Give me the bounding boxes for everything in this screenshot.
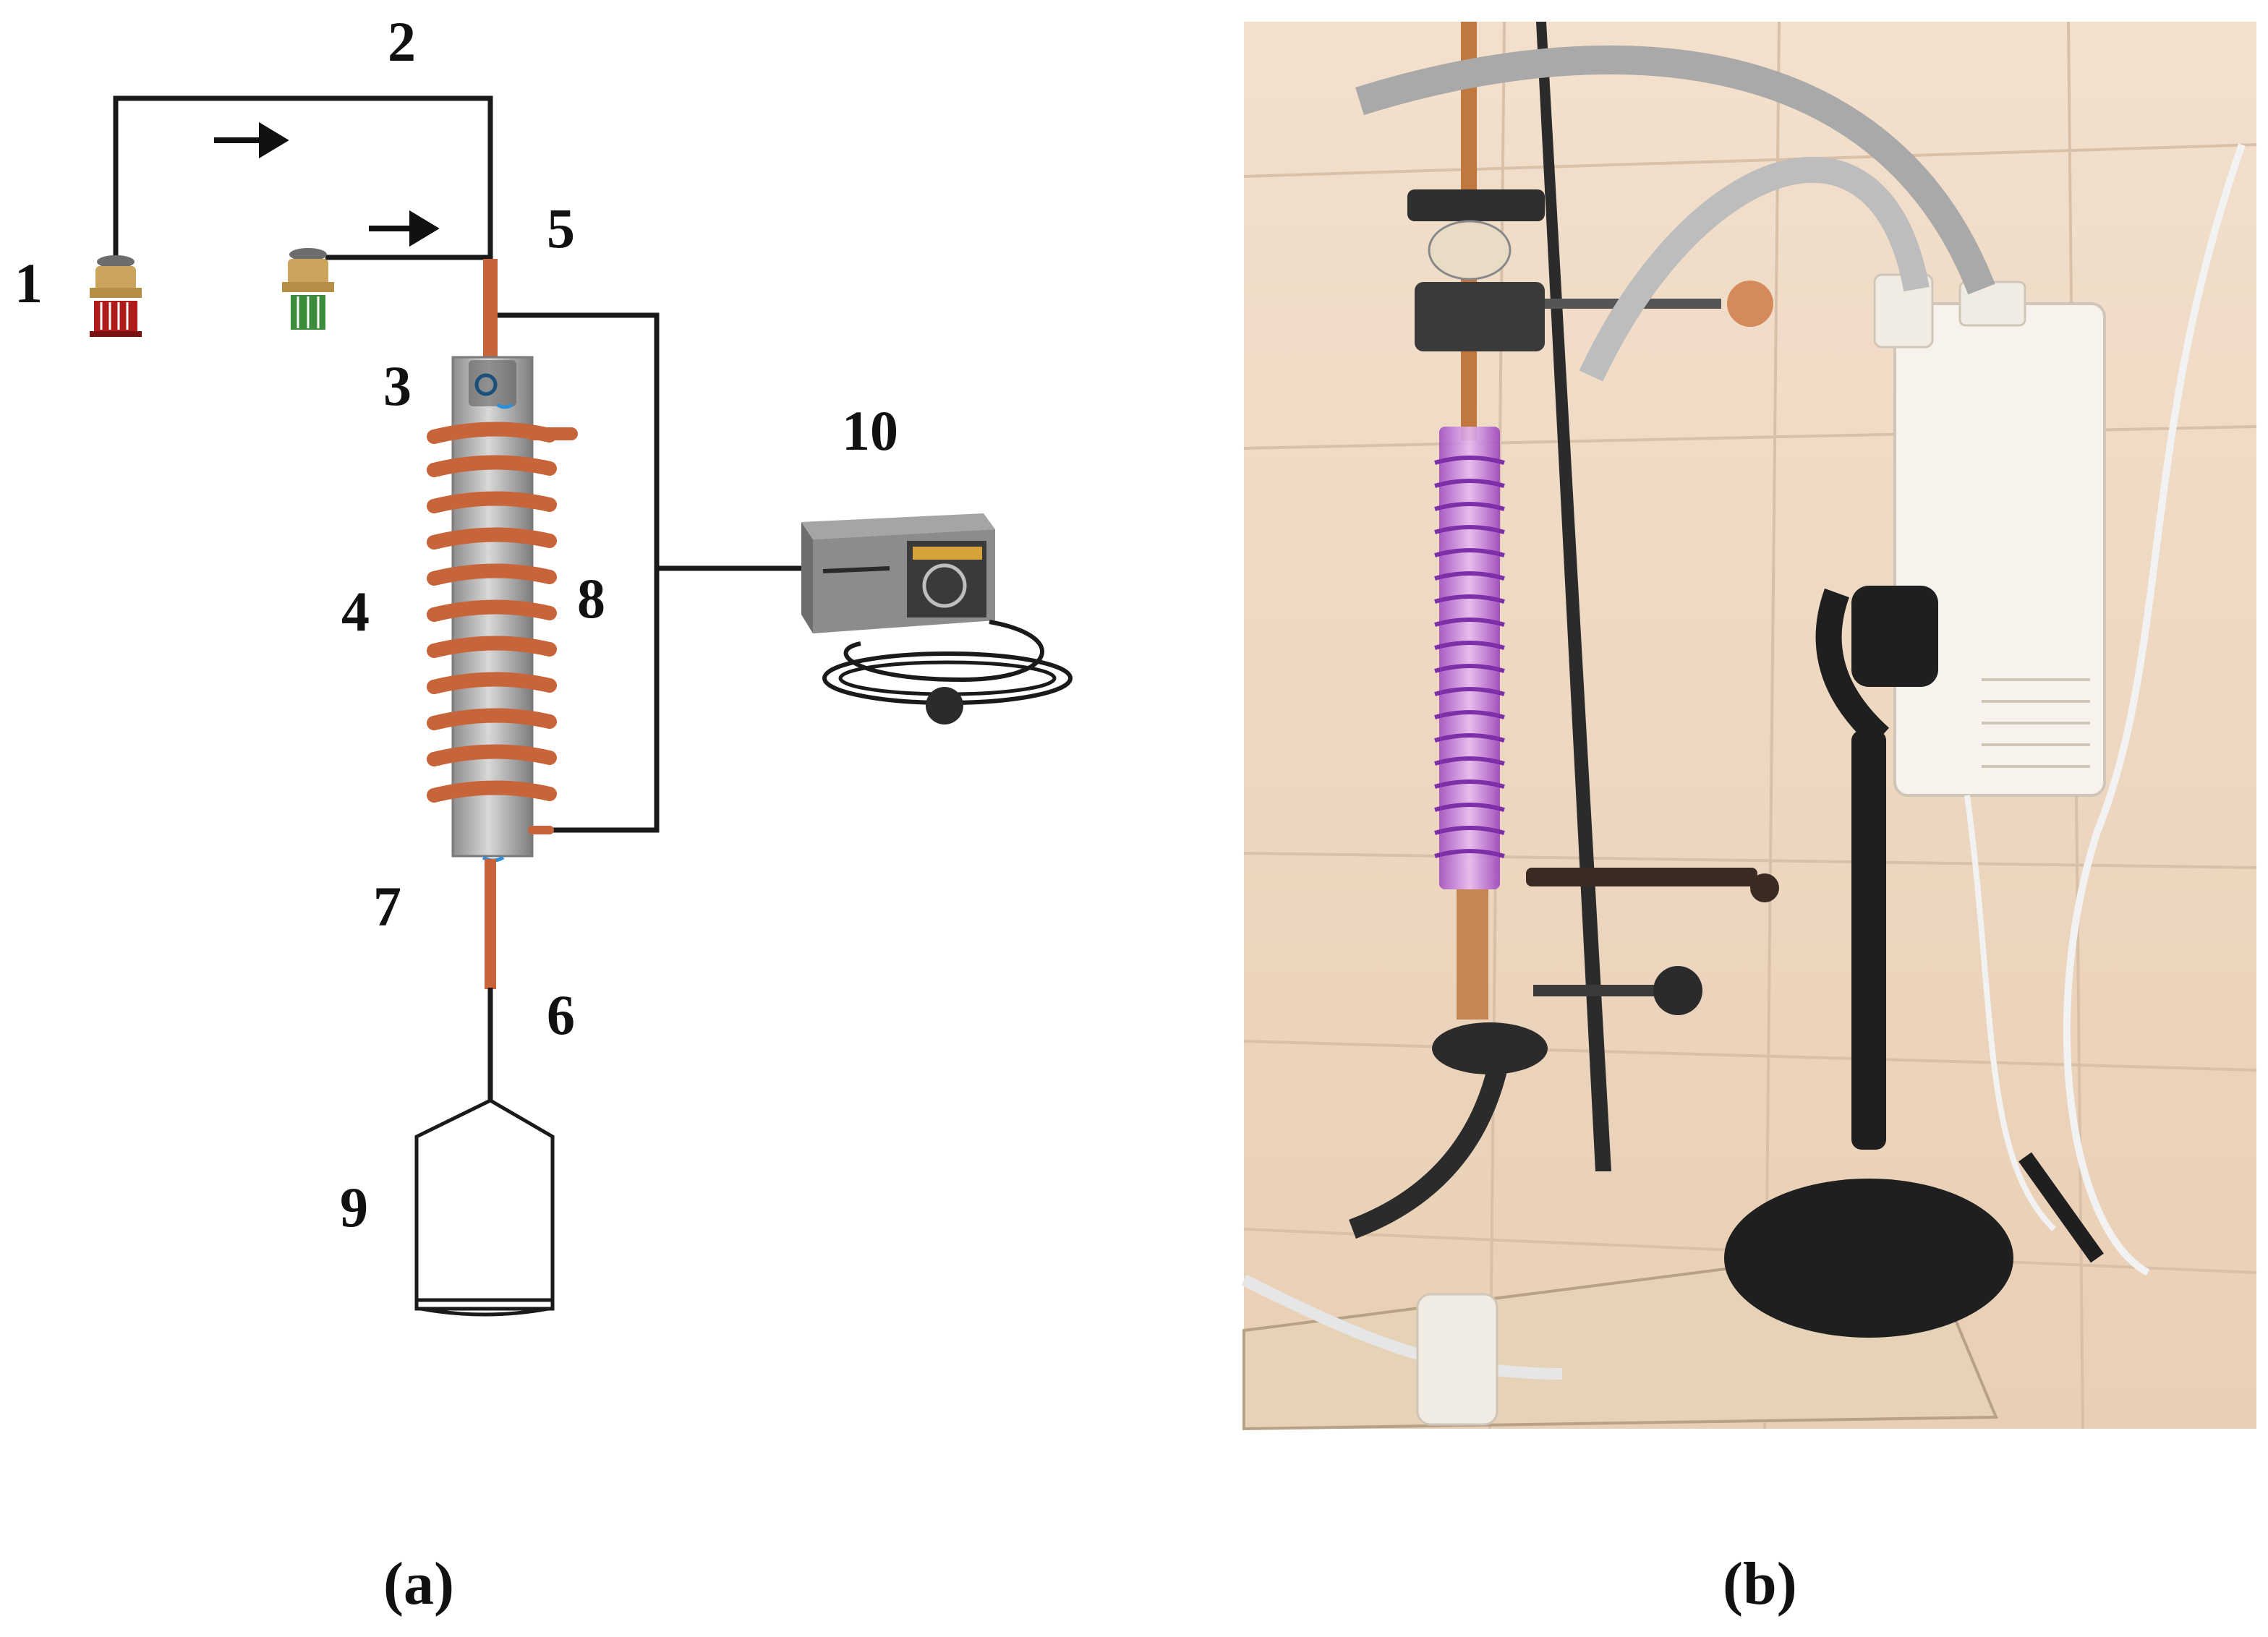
gas-valve-icon-green — [282, 248, 334, 330]
ground-wire — [498, 312, 807, 833]
coil-electrode — [427, 422, 557, 803]
label-1: 1 — [14, 252, 43, 315]
photo-cable-1 — [1355, 45, 1995, 295]
label-10: 10 — [842, 399, 898, 462]
photo-plasma-coil — [1434, 456, 1505, 858]
photo-panel: (b) — [1241, 21, 2257, 1617]
label-7: 7 — [373, 875, 401, 938]
label-8: 8 — [577, 567, 605, 630]
photo-wire-right — [2063, 143, 2246, 1276]
caption-a: (a) — [383, 1550, 454, 1617]
gas-line-top — [113, 95, 493, 262]
collection-bottle — [414, 1098, 555, 1317]
label-6: 6 — [547, 983, 575, 1046]
label-9: 9 — [340, 1176, 368, 1239]
outlet-copper-tube — [485, 859, 496, 989]
label-4: 4 — [341, 580, 370, 643]
power-supply-icon — [801, 513, 1073, 725]
photo-clamp-top — [1407, 189, 1773, 351]
inlet-cap — [469, 360, 516, 406]
photo-clamp-bottom — [1349, 868, 1779, 1239]
caption-b: (b) — [1723, 1550, 1797, 1617]
photo-mic-stand — [1724, 586, 2013, 1338]
photo-cable-2 — [1579, 156, 1930, 382]
schematic-panel: 1 2 3 4 5 6 7 8 9 10 (a) — [14, 10, 1073, 1617]
right-arrow-icon — [369, 210, 440, 247]
label-5: 5 — [547, 197, 575, 260]
label-3: 3 — [383, 354, 412, 417]
photo-reactor-glass — [1439, 427, 1500, 889]
label-2: 2 — [388, 10, 416, 73]
inlet-copper-tube — [483, 259, 498, 360]
gas-valve-icon-red — [90, 255, 142, 337]
photo-power-vents — [1982, 678, 2090, 768]
right-arrow-icon — [214, 121, 289, 159]
